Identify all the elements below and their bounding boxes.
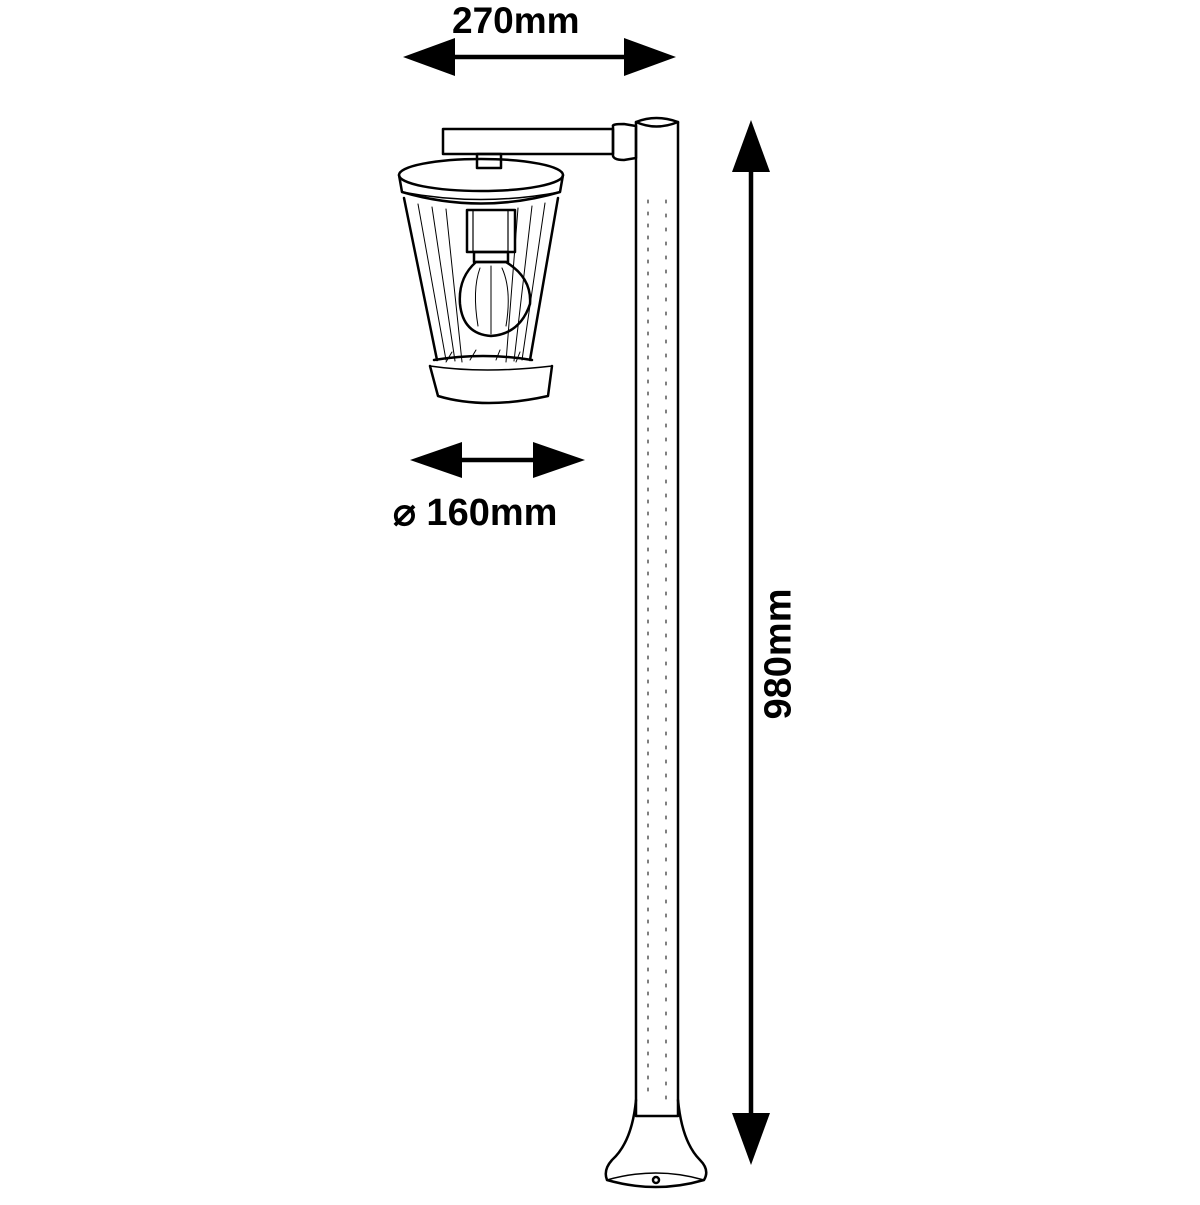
arrowhead-right [533, 442, 585, 478]
post-shaft [634, 116, 680, 1118]
lamp-post [634, 116, 680, 1118]
arrowhead-left [410, 442, 462, 478]
diameter-dimension-arrow [410, 442, 585, 478]
arm-hanger [475, 152, 503, 170]
lantern-bottom-rim [429, 365, 553, 371]
lamp-base [604, 1098, 708, 1189]
width-label: 270mm [452, 0, 580, 41]
base-rim [606, 1172, 705, 1181]
post-top-rim [634, 120, 680, 128]
width-dimension-arrow [403, 38, 676, 76]
lantern [397, 157, 565, 405]
base-screw [651, 1175, 661, 1185]
lantern-shade-outline [402, 196, 560, 362]
lantern-lid [397, 173, 565, 205]
light-bulb [458, 260, 532, 338]
height-dimension-arrow [732, 120, 770, 1165]
bulb-base [472, 250, 510, 264]
base-flare [604, 1098, 708, 1189]
arrowhead-right [624, 38, 676, 76]
lamp-arm [441, 122, 638, 170]
arrowhead-left [403, 38, 455, 76]
lantern-bottom-band [428, 364, 554, 405]
arm-bar [441, 127, 615, 156]
bulb-filament [474, 265, 509, 335]
arm-collar [611, 122, 638, 162]
lantern-vent-marks [445, 349, 521, 363]
arrowhead-top [732, 120, 770, 172]
lantern-lid-top [397, 157, 565, 193]
arrowhead-bottom [732, 1113, 770, 1165]
diameter-label: ⌀ 160mm [393, 492, 558, 534]
lantern-lid-rim [401, 191, 561, 201]
height-label: 980mm [757, 588, 800, 720]
lantern-bottom-top [432, 354, 534, 362]
